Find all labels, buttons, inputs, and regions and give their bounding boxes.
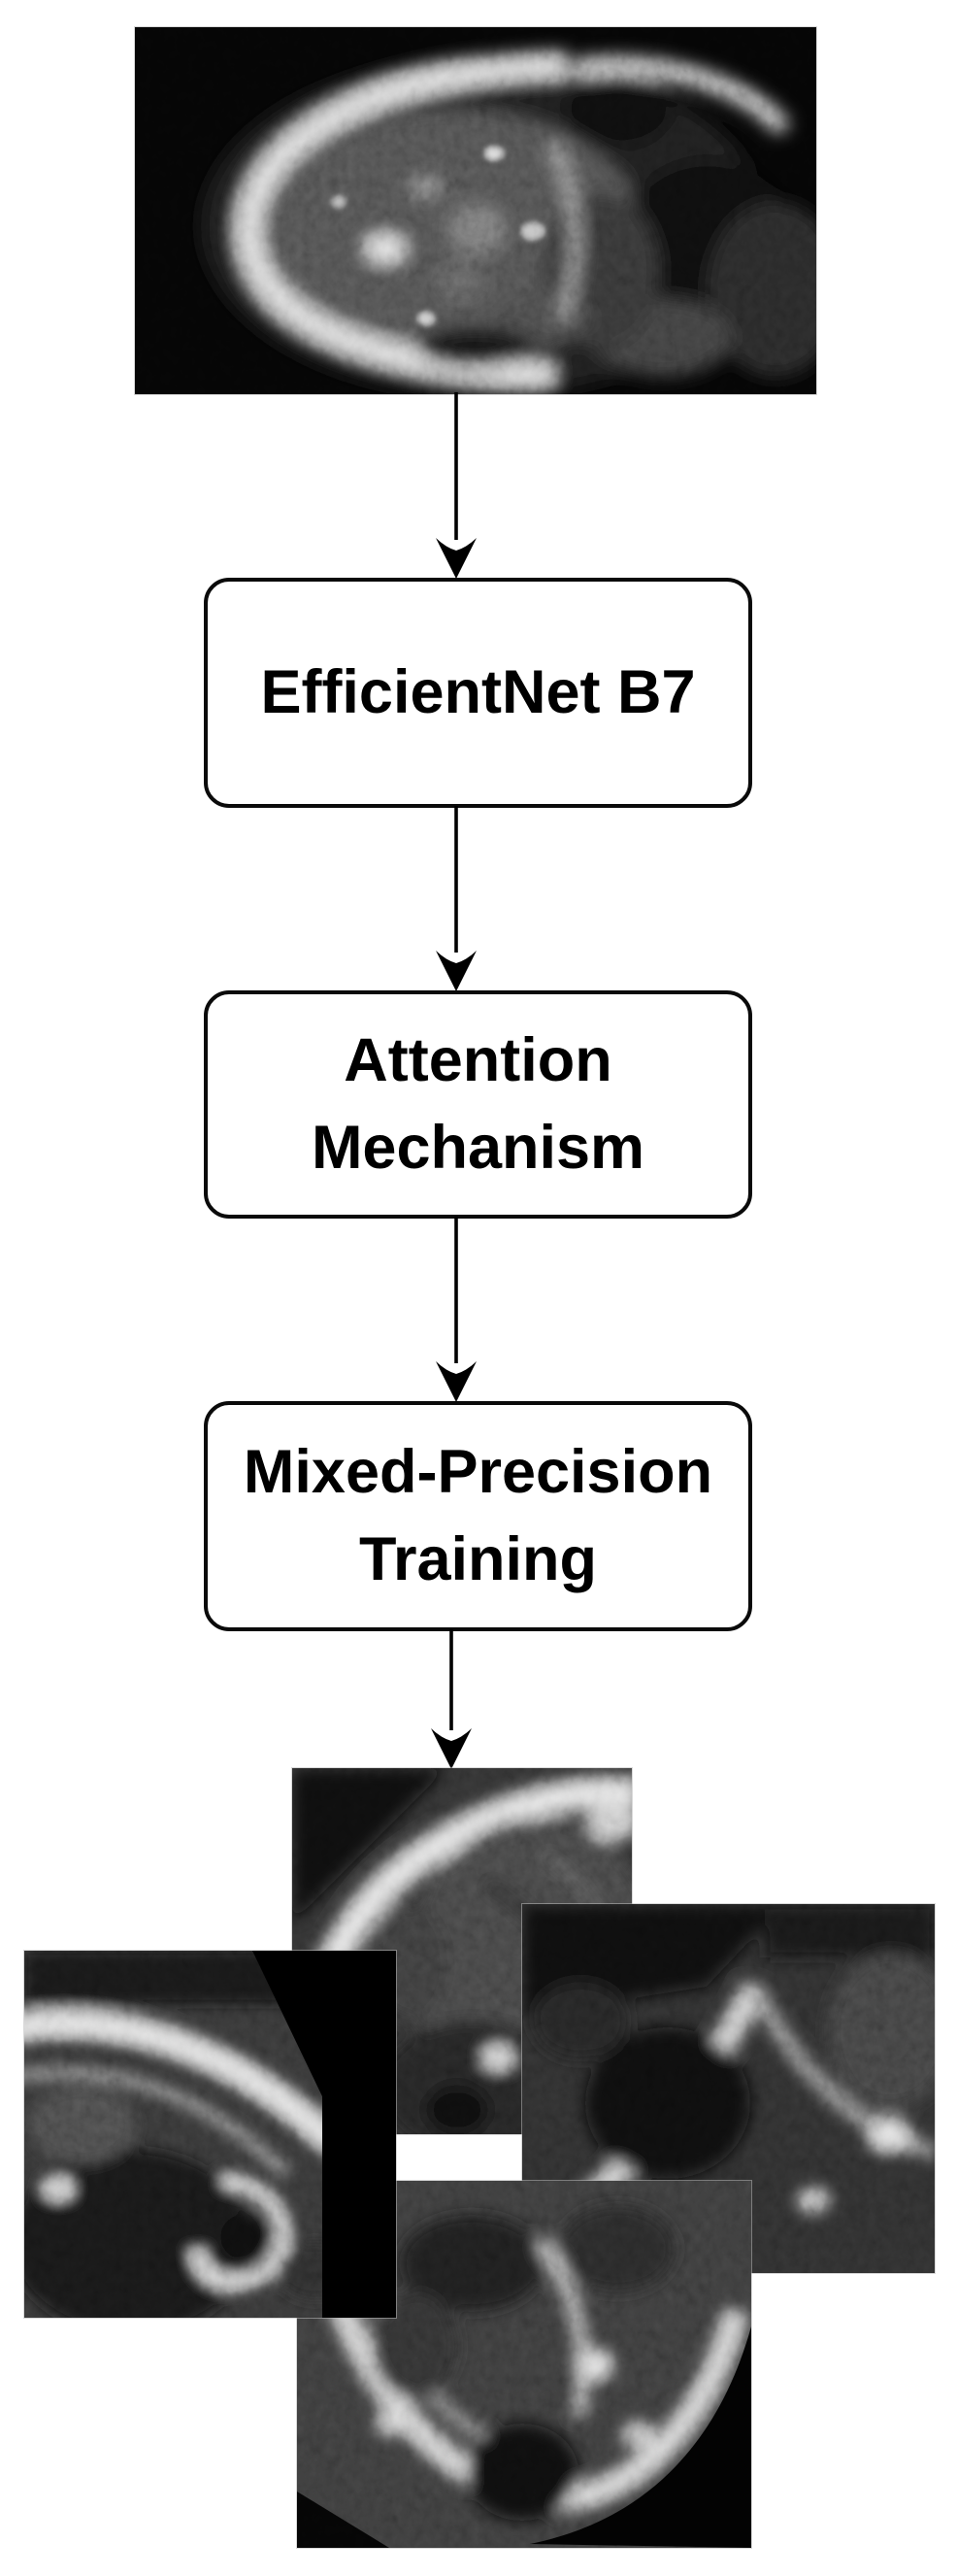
flow-arrow-2 <box>436 806 477 991</box>
node-label: Mixed-Precision Training <box>243 1438 713 1593</box>
node-label: Attention Mechanism <box>311 1026 645 1182</box>
flow-arrow-4 <box>431 1629 472 1769</box>
node-attention-mechanism: Attention Mechanism <box>204 990 752 1219</box>
flow-arrow-3 <box>436 1217 477 1402</box>
mri-axial-scan <box>135 27 816 394</box>
flow-arrow-1 <box>436 392 477 579</box>
node-label: EfficientNet B7 <box>260 657 696 726</box>
node-mixed-precision-training: Mixed-Precision Training <box>204 1401 752 1631</box>
node-efficientnet-b7: EfficientNet B7 <box>204 578 752 808</box>
mri-patch-left <box>24 1951 396 2318</box>
